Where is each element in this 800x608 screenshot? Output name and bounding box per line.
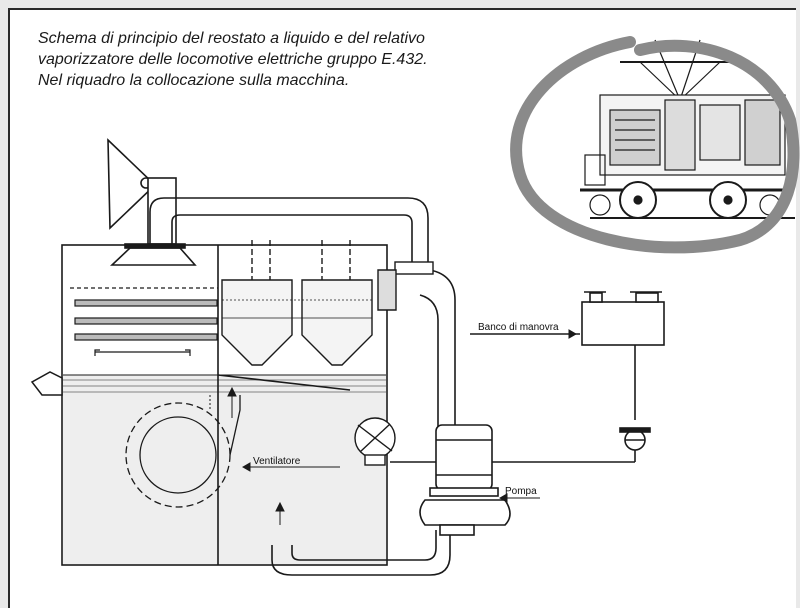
fan xyxy=(125,395,241,508)
overflow-spout xyxy=(30,371,63,396)
figure-caption: Schema di principio del reostato a liqui… xyxy=(38,30,428,89)
locomotive-wheels xyxy=(589,181,795,219)
label-pump: Pompa xyxy=(505,486,537,497)
highlight-circle xyxy=(510,36,800,254)
label-control-bench: Banco di manovra xyxy=(478,322,559,333)
filter-layers xyxy=(70,287,218,356)
regulating-valve xyxy=(354,417,396,466)
pipe-junction xyxy=(377,261,434,311)
label-leaders xyxy=(241,329,578,503)
locomotive-inset xyxy=(580,39,795,219)
label-fan: Ventilatore xyxy=(253,456,301,467)
electrode-hoppers xyxy=(221,240,373,366)
pipe-network xyxy=(149,197,636,576)
control-bench xyxy=(581,291,665,451)
pump xyxy=(419,424,511,536)
flow-arrows xyxy=(209,386,285,525)
locomotive-body xyxy=(580,94,790,192)
